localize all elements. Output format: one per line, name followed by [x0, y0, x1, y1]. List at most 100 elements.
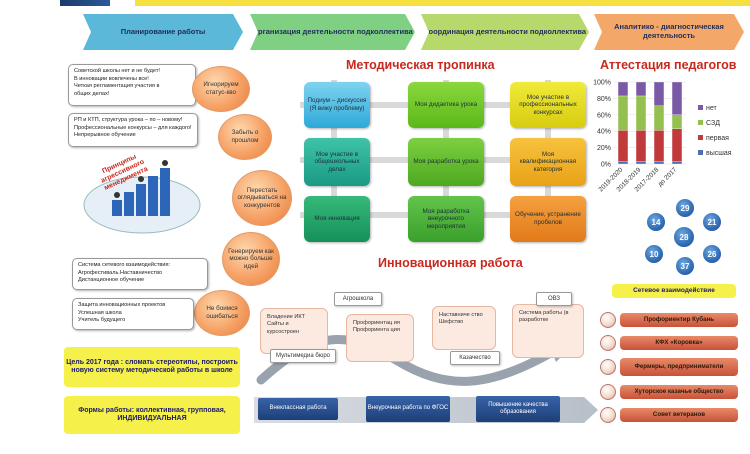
partner-row: Фермеры, предприниматели: [600, 358, 742, 376]
inno-card-ict: Владение ИКТ Сайты и курсостроен: [260, 308, 328, 354]
header-coordination-label: Координация деятельности подколлектива: [423, 26, 587, 36]
bar-extraclass: Внеклассная работа: [258, 398, 338, 420]
method-box-label: Моя инновация: [314, 215, 360, 223]
principle-circle-label: Перестать оглядываться на конкурентов: [237, 186, 287, 209]
legend-label: СЗД: [706, 120, 720, 127]
header-organization: Организация деятельности подколлектива: [250, 14, 415, 50]
legend-swatch: [698, 150, 703, 155]
note-line: Защита инновационных проектов: [78, 302, 166, 308]
method-box-label: Моя разработка внеурочного мероприятия: [422, 207, 470, 230]
network-node: 26: [702, 244, 722, 264]
method-box-training: Обучение, устранение пробелов: [510, 196, 586, 242]
partner-row: КФХ «Коровка»: [600, 335, 742, 351]
method-box-label: Мое участие в профессиональных конкурсах: [519, 93, 577, 116]
network-node: 14: [646, 212, 666, 232]
bar-segment: [617, 161, 629, 165]
network-node: 21: [702, 212, 722, 232]
x-tick-label: до 2017: [657, 166, 679, 188]
legend-swatch: [698, 135, 703, 140]
note-line: РП и КТП, структура урока – по – новому!: [74, 117, 183, 123]
partner-label-box: Профориентир Кубань: [620, 313, 738, 327]
method-box-label: Моя квалификационная категория: [519, 150, 577, 173]
network-node: 29: [675, 198, 695, 218]
y-tick-label: 20%: [597, 145, 611, 152]
note-line: Учитель будущего: [78, 317, 126, 324]
method-box-didactics: Моя дидактика урока: [408, 82, 484, 128]
network-node-label: 29: [680, 203, 690, 213]
bar-quality: Повышение качества образования: [476, 396, 560, 422]
inno-tag-label: ОВЗ: [547, 296, 561, 302]
partner-label: Хуторское казачье общество: [634, 387, 724, 395]
network-node-label: 21: [707, 217, 717, 227]
goal-box: Цель 2017 года : сломать стереотипы, пос…: [64, 347, 240, 387]
inno-tag-label: Мультимедиа бюро: [276, 353, 330, 359]
note-line: Четкая регламентация участия в: [74, 83, 160, 90]
method-box-extracurricular: Моя разработка внеурочного мероприятия: [408, 196, 484, 242]
network-title: Сетевое взаимодействие: [633, 287, 715, 295]
partner-icon: [600, 407, 616, 423]
partner-row: Хуторское казачье общество: [600, 384, 742, 400]
network-node-label: 26: [707, 249, 717, 259]
y-tick-label: 40%: [597, 129, 611, 136]
partner-label: Совет ветеранов: [652, 410, 706, 418]
note-soviet-school: Советской школы нет и не будет! В иннова…: [68, 64, 196, 106]
inno-card-item: Владение ИКТ: [267, 314, 306, 320]
header-analytics-label: Аналитико - диагностическая деятельность: [614, 22, 724, 40]
partner-label-box: Хуторское казачье общество: [620, 385, 738, 399]
y-tick-label: 0%: [601, 162, 611, 169]
partner-row: Профориентир Кубань: [600, 312, 742, 328]
network-node-label: 14: [651, 217, 661, 227]
bar-label: Внеклассная работа: [269, 405, 327, 412]
header-planning-label: Планирование работы: [120, 26, 206, 36]
method-box-category: Моя квалификационная категория: [510, 138, 586, 186]
header-coordination: Координация деятельности подколлектива: [421, 14, 589, 50]
forms-text: Формы работы: коллективная, групповая, И…: [78, 406, 226, 422]
inno-card-item: Профориента ция: [353, 327, 400, 334]
method-box-contests: Мое участие в профессиональных конкурсах: [510, 82, 586, 128]
principle-circle-4: Генерируем как можно больше идей: [222, 232, 280, 286]
goal-text: Цель 2017 года : сломать стереотипы, пос…: [66, 358, 238, 374]
note-line: Агрофестиваль.Наставничество: [78, 269, 163, 276]
attestation-chart: 0%20%40%60%80%100%2019-20202018-20192017…: [593, 80, 732, 194]
inno-card-item: Наставниче ство: [439, 312, 483, 318]
forms-box: Формы работы: коллективная, групповая, И…: [64, 396, 240, 434]
principle-circle-label: Забыть о прошлом: [231, 129, 259, 144]
inno-tag-ovz: ОВЗ: [536, 292, 572, 306]
partner-label-box: Фермеры, предприниматели: [620, 358, 738, 376]
principle-circle-2: Забыть о прошлом: [218, 114, 272, 160]
note-line: Дистанционное обучение: [78, 277, 145, 284]
note-line: Непрерывное обучение: [74, 132, 136, 139]
principle-circle-1: Игнорируем статус-кво: [192, 66, 250, 112]
bar-fgos: Внеурочная работа по ФГОС: [366, 396, 450, 422]
partner-icon: [600, 312, 616, 328]
network-node-label: 10: [649, 249, 659, 259]
note-line: Профессиональные конкурсы – для каждого!: [74, 124, 192, 131]
legend-label: первая: [706, 135, 729, 142]
inno-card-ovz: Система работы (в разработке: [512, 304, 584, 358]
network-node: 37: [675, 256, 695, 276]
partner-icon: [600, 359, 616, 375]
bar-segment: [653, 81, 665, 106]
note-line: общих делах!: [74, 90, 110, 97]
method-box-label: Мое участие в общешкольных делах: [314, 150, 360, 173]
method-box-label: Подиум – дискуссия (Я вижу проблему): [307, 97, 367, 112]
principles-sign-graphic: [83, 160, 201, 234]
principle-circle-label: Не боимся ошибаться: [206, 305, 238, 320]
bar-segment: [653, 130, 665, 162]
partners-list: Профориентир Кубань КФХ «Коровка» Фермер…: [600, 312, 742, 434]
partner-label: Профориентир Кубань: [643, 315, 715, 323]
bar-segment: [617, 81, 629, 97]
inno-card-item: Профориентац ия: [353, 320, 400, 326]
method-box-lesson-dev: Моя разработка урока: [408, 138, 484, 186]
attestation-title: Аттестация педагогов: [600, 58, 737, 72]
inno-tag-agroschool: Агрошкола: [334, 292, 382, 306]
inno-tag-label: Агрошкола: [342, 296, 374, 302]
bar-segment: [617, 95, 629, 131]
note-line: Советской школы нет и не будет!: [74, 68, 160, 74]
legend-label: высшая: [706, 150, 732, 157]
legend-swatch: [698, 105, 703, 110]
method-box-label: Обучение, устранение пробелов: [515, 211, 581, 226]
method-box-label: Моя дидактика урока: [414, 101, 478, 109]
inno-card-item: Шефство: [439, 319, 464, 326]
bar-segment: [635, 95, 647, 131]
